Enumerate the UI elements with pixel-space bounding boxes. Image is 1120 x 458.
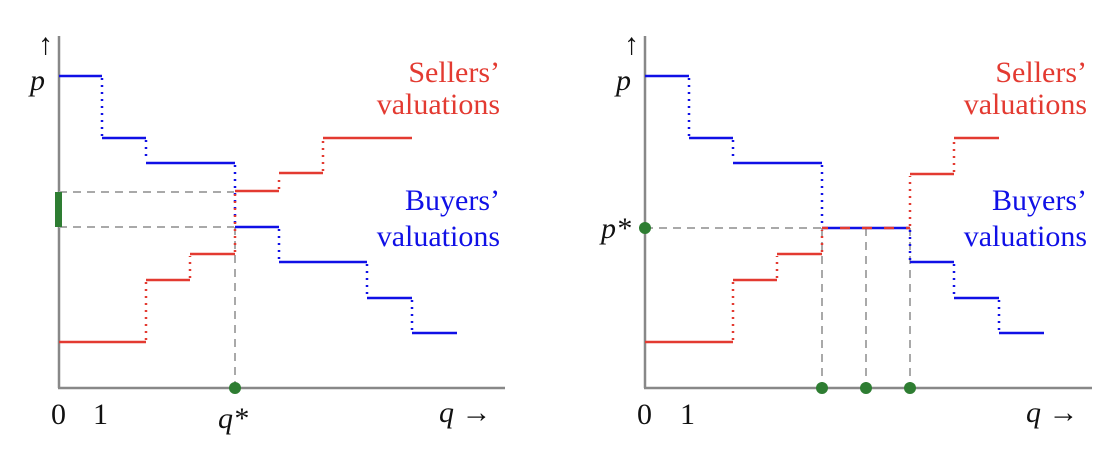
right-q-dot	[904, 382, 916, 394]
right-sellers-label-1: Sellers’	[995, 56, 1087, 89]
left-price-interval-marker	[55, 192, 62, 227]
left-one-label: 1	[93, 398, 108, 431]
right-sellers-risers	[731, 140, 956, 340]
left-sellers-curve	[59, 136, 412, 344]
left-buyers-label-1: Buyers’	[405, 184, 500, 217]
left-buyers-label-2: valuations	[377, 220, 500, 253]
left-guides	[59, 191, 236, 386]
left-panel: ↑ p 0 1 q* q → Sellers’ valuations Buyer…	[28, 28, 505, 435]
right-buyers-risers	[687, 78, 1001, 331]
left-sellers-label-1: Sellers’	[408, 56, 500, 89]
right-x-label: q →	[1026, 396, 1079, 429]
left-q-star-dot	[229, 382, 241, 394]
right-y-arrow: ↑	[624, 28, 639, 61]
left-x-label: q →	[439, 396, 492, 429]
right-q-dot	[816, 382, 828, 394]
left-y-label: p	[28, 64, 45, 97]
right-q-dot	[860, 382, 872, 394]
right-buyers-label-1: Buyers’	[992, 184, 1087, 217]
right-panel: ↑ p p* 0 1 q → Sellers’ valuations Buyer…	[599, 28, 1092, 431]
right-guides	[645, 227, 911, 386]
right-sellers-label-2: valuations	[964, 88, 1087, 121]
right-zero-label: 0	[637, 398, 652, 431]
right-y-label: p	[614, 64, 631, 97]
right-buyers-label-2: valuations	[964, 220, 1087, 253]
left-buyers-risers	[100, 78, 414, 331]
left-buyers-curve	[59, 74, 457, 335]
right-one-label: 1	[680, 398, 695, 431]
left-q-star-label: q*	[218, 402, 248, 435]
right-p-star-dot	[639, 222, 651, 234]
left-y-arrow: ↑	[38, 28, 53, 61]
right-sellers-curve	[645, 136, 999, 344]
right-p-star-label: p*	[599, 212, 631, 245]
left-sellers-label-2: valuations	[377, 88, 500, 121]
left-zero-label: 0	[51, 398, 66, 431]
left-sellers-risers	[144, 140, 325, 340]
